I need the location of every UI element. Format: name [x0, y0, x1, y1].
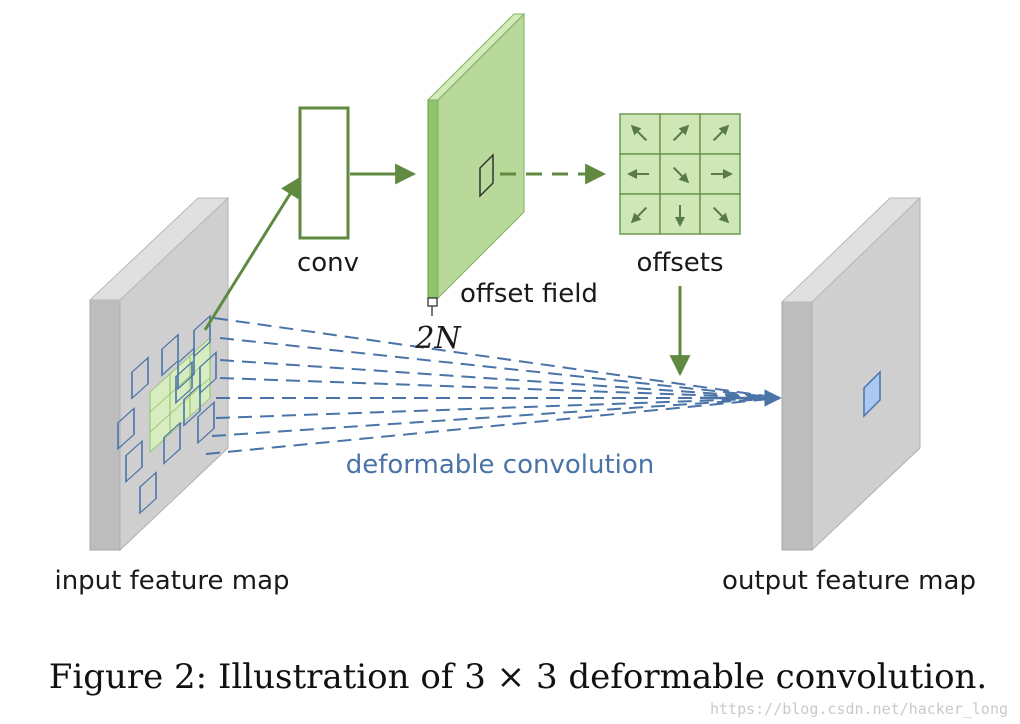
sample-location — [177, 346, 195, 391]
projection-line — [219, 337, 781, 399]
conv-label: conv — [297, 248, 359, 278]
sample-location — [175, 360, 193, 405]
channels-label: 2N — [414, 321, 462, 356]
sample-location — [199, 351, 217, 395]
offset-arrow-icon — [630, 206, 648, 224]
output-cell — [863, 370, 881, 418]
output-feature-map-label: output feature map — [722, 566, 976, 596]
offsets-grid — [619, 113, 741, 235]
conv-box — [298, 106, 350, 240]
offset-cell — [619, 193, 661, 235]
projection-line — [219, 377, 781, 399]
input-feature-map — [88, 196, 230, 552]
figure-caption: Figure 2: Illustration of 3 × 3 deformab… — [49, 657, 988, 697]
sample-location — [183, 383, 201, 427]
projection-line — [211, 397, 781, 437]
offset-arrow-icon — [712, 206, 730, 224]
projection-line — [213, 317, 781, 399]
sample-location — [193, 314, 211, 358]
output-feature-map — [780, 196, 922, 552]
channel-bracket — [427, 297, 438, 316]
input-feature-map-label: input feature map — [54, 566, 289, 596]
sample-location — [131, 356, 149, 400]
sample-location — [161, 333, 179, 377]
offset-field-label: offset field — [460, 279, 598, 309]
projection-line — [219, 359, 781, 399]
offsets-label: offsets — [636, 248, 723, 278]
offset-arrow-icon — [672, 166, 690, 184]
offset-arrow-icon — [630, 124, 648, 142]
sample-location — [139, 471, 157, 515]
watermark: https://blog.csdn.net/hacker_long — [710, 700, 1008, 718]
projection-lines — [205, 317, 782, 455]
deformed-sampling-locations — [117, 314, 217, 515]
projection-line — [215, 397, 781, 419]
offset-field — [426, 12, 526, 300]
offset-arrow-icon — [712, 124, 730, 142]
sample-location — [125, 439, 143, 484]
offset-arrow-icon — [672, 124, 690, 142]
sample-location — [163, 421, 181, 465]
input-to-conv-arrow — [203, 176, 302, 331]
projection-line — [205, 397, 781, 455]
sample-location — [197, 400, 215, 445]
deformable-convolution-label: deformable convolution — [346, 450, 655, 480]
sample-location — [117, 406, 135, 451]
